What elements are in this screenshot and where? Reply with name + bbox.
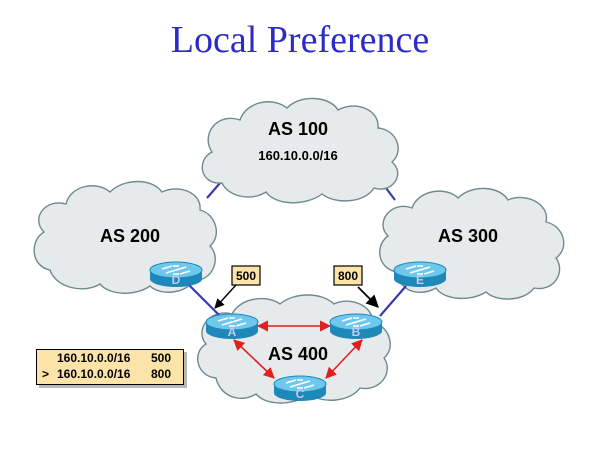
route-prefix: 160.10.0.0/16 — [57, 351, 131, 365]
router-a[interactable]: A — [205, 313, 259, 340]
as200-label: AS 200 — [100, 226, 160, 246]
as300-label: AS 300 — [438, 226, 498, 246]
callout-500: 500 — [231, 265, 261, 286]
as100-prefix: 160.10.0.0/16 — [258, 148, 338, 163]
router-b-label: B — [352, 325, 361, 339]
router-c-label: C — [296, 387, 305, 401]
route-prefix: 160.10.0.0/16 — [57, 367, 131, 381]
router-c[interactable]: C — [273, 375, 327, 402]
router-e[interactable]: E — [393, 261, 447, 288]
callout-800: 800 — [333, 265, 363, 286]
route-local-pref: 800 — [151, 367, 172, 381]
router-e-label: E — [416, 273, 424, 287]
cloud-as100: AS 100 160.10.0.0/16 — [201, 97, 399, 204]
callout-500-value: 500 — [236, 269, 256, 283]
best-path-marker: > — [42, 367, 50, 381]
link-d-a — [187, 283, 221, 317]
callout-800-value: 800 — [338, 269, 358, 283]
link-e-b — [379, 285, 407, 317]
router-b[interactable]: B — [329, 313, 383, 340]
callout-500-arrow — [214, 284, 237, 309]
route-local-pref: 500 — [151, 351, 172, 365]
link-a-c — [233, 339, 275, 379]
callout-800-arrow — [357, 286, 379, 308]
as100-label: AS 100 — [268, 119, 328, 139]
link-b-c — [325, 339, 363, 379]
bgp-route-table: 160.10.0.0/16 500 > 160.10.0.0/16 800 — [36, 349, 184, 385]
router-d[interactable]: D — [149, 261, 203, 288]
router-d-label: D — [172, 273, 181, 287]
route-table-row: 160.10.0.0/16 500 — [37, 351, 183, 367]
link-as100-as200 — [206, 182, 221, 199]
router-a-label: A — [228, 325, 237, 339]
as400-label: AS 400 — [268, 344, 328, 364]
route-table-row: > 160.10.0.0/16 800 — [37, 367, 183, 383]
slide-title: Local Preference — [170, 19, 430, 61]
